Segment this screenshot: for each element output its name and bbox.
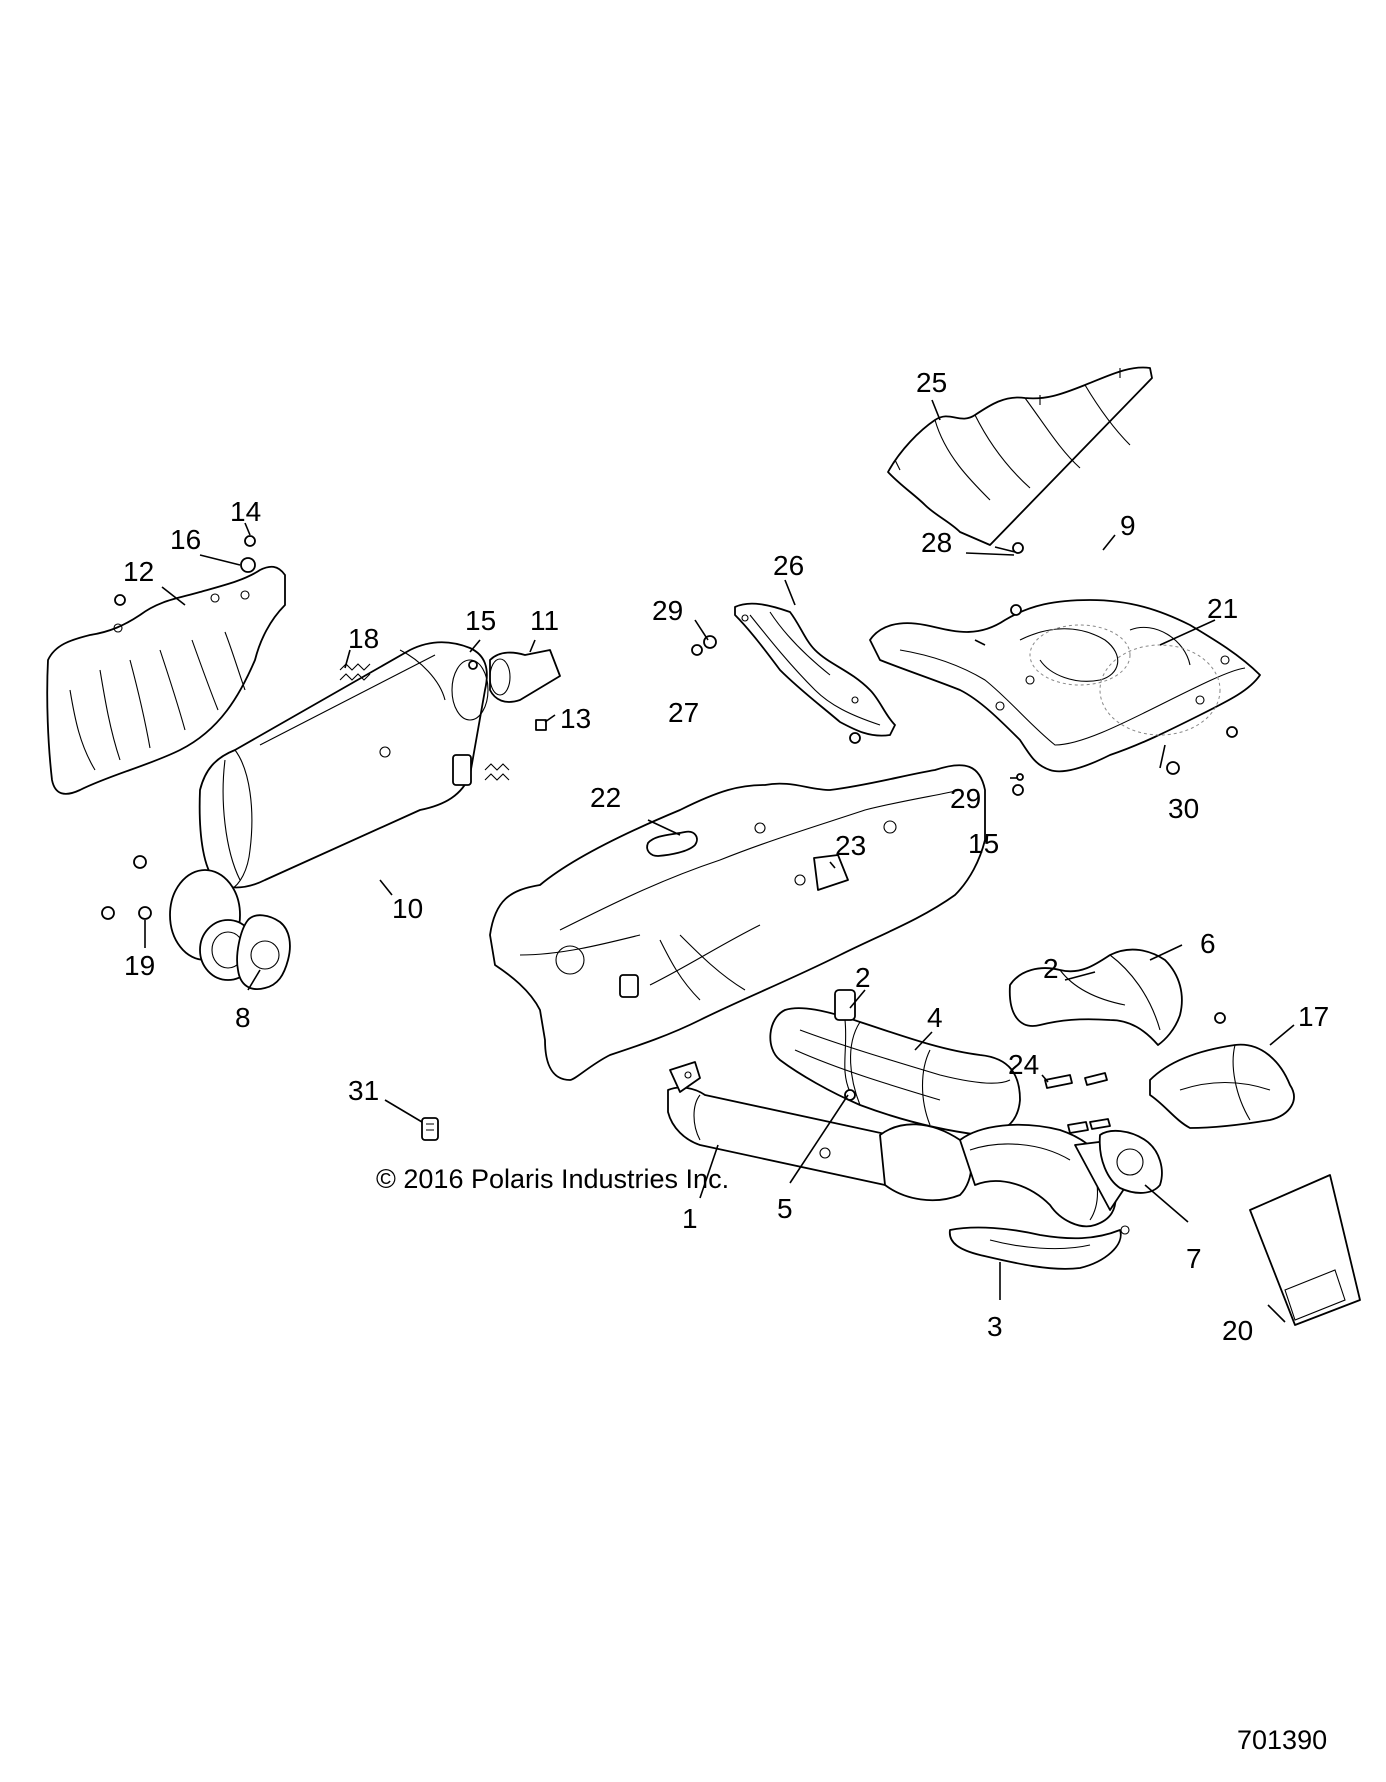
part-24-bolts (1044, 1072, 1111, 1134)
callout-7: 7 (1186, 1243, 1202, 1274)
callout-25: 25 (916, 367, 947, 398)
part-25-heat-shield (887, 366, 1153, 546)
callout-15a: 15 (968, 828, 999, 859)
callout-5: 5 (777, 1193, 793, 1224)
callout-23: 23 (835, 830, 866, 861)
callout-29b: 29 (950, 783, 981, 814)
callout-15b: 15 (465, 605, 496, 636)
callout-30: 30 (1168, 793, 1199, 824)
part-1-head-pipe (667, 1061, 891, 1186)
callout-19: 19 (124, 950, 155, 981)
part-10-muffler (169, 641, 489, 981)
callout-10: 10 (392, 893, 423, 924)
callout-6: 6 (1200, 928, 1216, 959)
part-8-gasket (236, 914, 291, 990)
callout-27: 27 (668, 697, 699, 728)
catalytic-converter-elbow (879, 1123, 1131, 1228)
leader-lines (144, 399, 1295, 1323)
part-31-clip (421, 1117, 439, 1141)
copyright-notice: © 2016 Polaris Industries Inc. (376, 1164, 729, 1194)
callout-14: 14 (230, 496, 261, 527)
callout-labels: 25 9 28 26 21 29 27 29 30 15 14 16 12 18… (123, 367, 1329, 1346)
part-23-isolator (813, 854, 849, 891)
callout-16: 16 (170, 524, 201, 555)
part-21-heat-shield (869, 599, 1261, 773)
callout-1: 1 (682, 1203, 698, 1234)
callout-4: 4 (927, 1002, 943, 1033)
part-11-tip (489, 649, 561, 703)
callout-9: 9 (1120, 510, 1136, 541)
callout-17: 17 (1298, 1001, 1329, 1032)
part-20-plate (1249, 1174, 1361, 1326)
callout-2a: 2 (1043, 953, 1059, 984)
callout-8: 8 (235, 1002, 251, 1033)
callout-31: 31 (348, 1075, 379, 1106)
part-6-heat-shield (1008, 948, 1183, 1046)
part-5-o2-sensor (834, 989, 856, 1101)
callout-29a: 29 (652, 595, 683, 626)
part-7-gasket (1098, 1129, 1163, 1194)
callout-26: 26 (773, 550, 804, 581)
part-4-heat-shield (769, 1007, 1021, 1136)
part-26-heat-shield (734, 602, 896, 737)
part-12-heat-shield (46, 565, 286, 795)
callout-13: 13 (560, 703, 591, 734)
callout-28: 28 (921, 527, 952, 558)
callout-21: 21 (1207, 593, 1238, 624)
callout-12: 12 (123, 556, 154, 587)
part-3-bracket (948, 1225, 1130, 1270)
callout-2b: 2 (855, 962, 871, 993)
callout-22: 22 (590, 782, 621, 813)
part-17-heat-shield (1149, 1043, 1295, 1129)
diagram-number: 701390 (1237, 1725, 1327, 1755)
callout-11: 11 (530, 605, 559, 636)
callout-20: 20 (1222, 1315, 1253, 1346)
callout-3: 3 (987, 1311, 1003, 1342)
callout-24: 24 (1008, 1049, 1039, 1080)
callout-18: 18 (348, 623, 379, 654)
part-22-heat-shield (489, 764, 986, 1081)
part-18-spring (339, 663, 510, 781)
